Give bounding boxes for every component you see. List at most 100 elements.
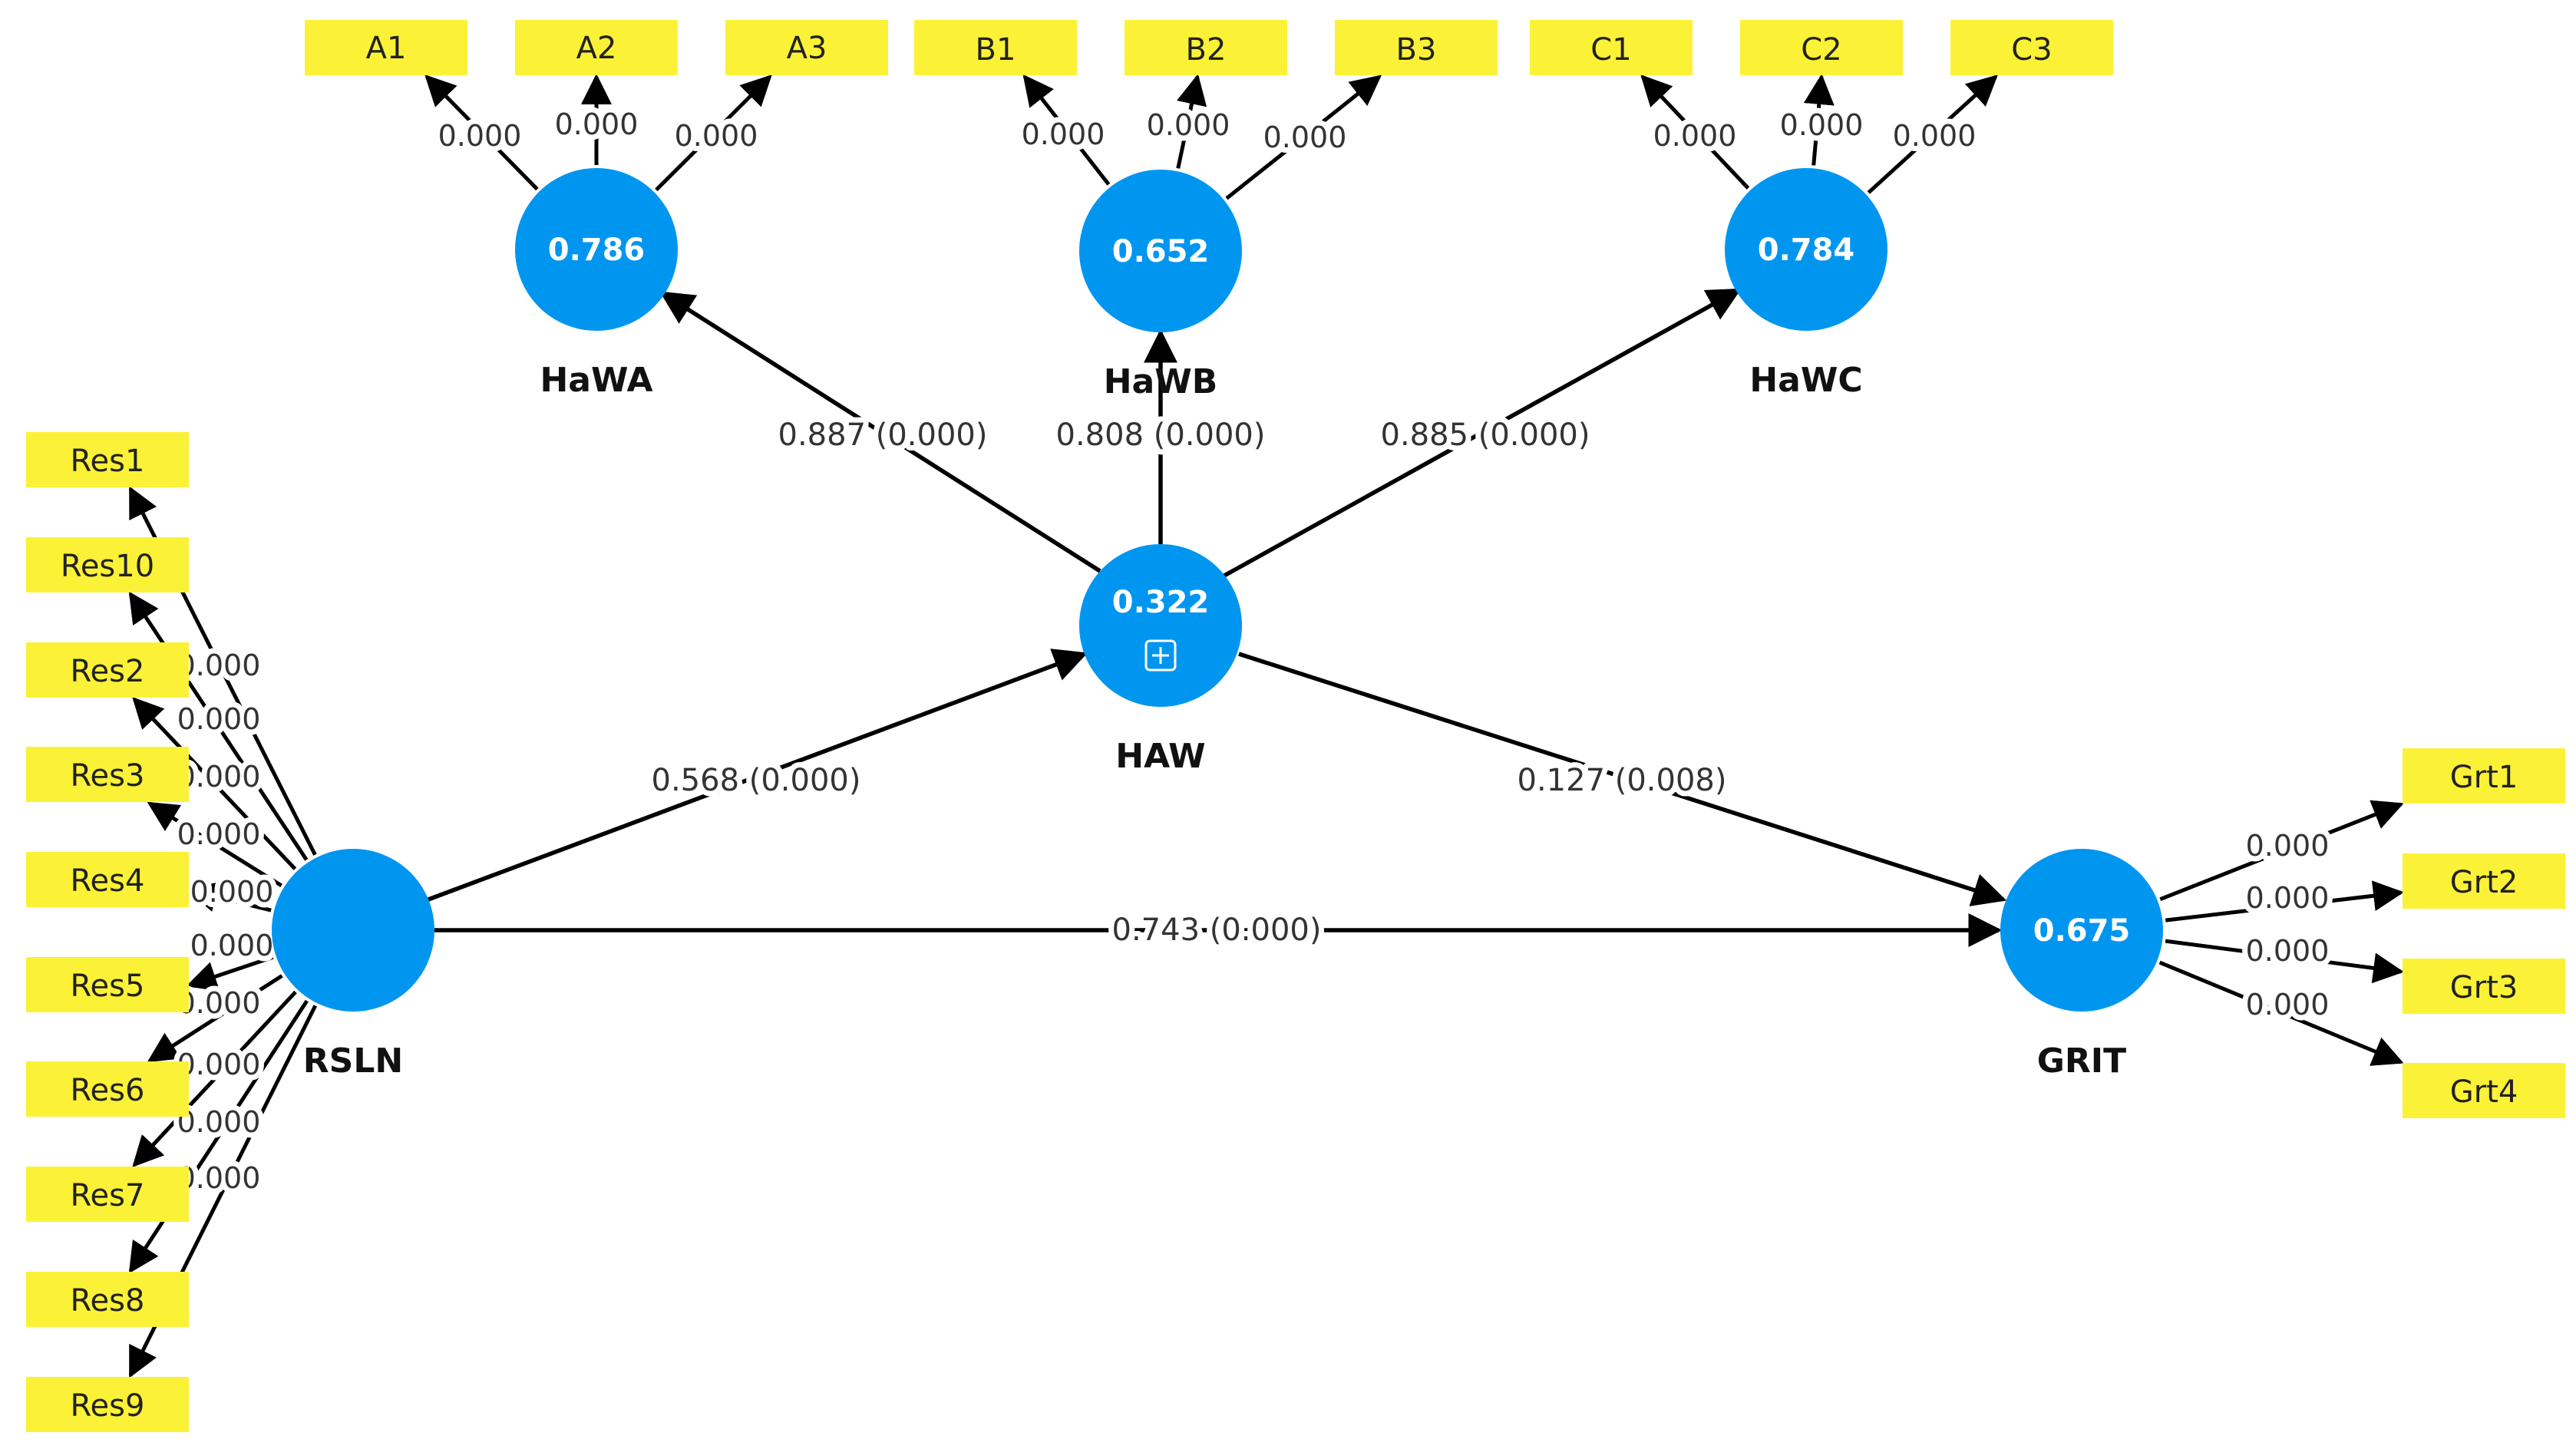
- construct-hawa-circle[interactable]: [515, 168, 678, 331]
- outer-edge-res3: [147, 801, 282, 887]
- construct-hawc-name: HaWC: [1749, 361, 1862, 400]
- construct-hawc-circle[interactable]: [1725, 168, 1887, 331]
- outer-weight-res7: 0.000: [177, 1048, 261, 1081]
- outer-edge-c3: [1867, 74, 1998, 194]
- svg-text:Res10: Res10: [61, 549, 154, 584]
- outer-edge-grt4: [2158, 960, 2404, 1066]
- construct-hawc[interactable]: 0.784 HaWC: [1725, 168, 1887, 400]
- svg-text:B3: B3: [1396, 32, 1437, 68]
- construct-rsln-name: RSLN: [303, 1041, 403, 1081]
- outer-edge-res5: [186, 955, 274, 992]
- svg-text:A2: A2: [576, 31, 617, 66]
- outer-edge-grt2: [2165, 880, 2404, 923]
- indicator-res8[interactable]: Res8: [26, 1272, 189, 1327]
- outer-weight-c2: 0.000: [1780, 108, 1864, 142]
- indicator-b3[interactable]: B3: [1335, 20, 1498, 75]
- indicator-grt2[interactable]: Grt2: [2403, 853, 2565, 909]
- outer-weight-b3: 0.000: [1263, 120, 1347, 154]
- svg-text:Res7: Res7: [71, 1178, 145, 1213]
- outer-weight-res5: 0.000: [190, 929, 274, 962]
- construct-layer: 0.786 HaWA 0.652 HaWB 0.784 HaWC 0.322 H…: [272, 168, 2163, 1081]
- outer-weight-a2: 0.000: [555, 107, 639, 141]
- outer-weight-b2: 0.000: [1147, 108, 1230, 142]
- construct-hawa[interactable]: 0.786 HaWA: [515, 168, 678, 400]
- construct-hawb-name: HaWB: [1104, 362, 1218, 401]
- outer-edge-b3: [1225, 74, 1382, 200]
- construct-hawb[interactable]: 0.652 HaWB: [1079, 170, 1242, 401]
- indicator-res5[interactable]: Res5: [26, 957, 189, 1012]
- indicator-res7[interactable]: Res7: [26, 1167, 189, 1222]
- construct-hawc-value: 0.784: [1758, 233, 1855, 268]
- outer-weight-res3: 0.000: [177, 817, 261, 851]
- svg-text:Res3: Res3: [71, 758, 145, 794]
- indicator-res10[interactable]: Res10: [26, 537, 189, 592]
- svg-text:Res6: Res6: [71, 1073, 145, 1108]
- outer-edge-res7: [132, 990, 297, 1167]
- indicator-res3[interactable]: Res3: [26, 747, 189, 802]
- path-coefficient-rsln_haw: 0.568 (0.000): [652, 763, 861, 798]
- indicator-grt3[interactable]: Grt3: [2403, 959, 2565, 1014]
- path-coefficient-haw_hawb: 0.808 (0.000): [1056, 418, 1266, 453]
- construct-haw[interactable]: 0.322 HAW: [1079, 544, 1242, 776]
- svg-text:B1: B1: [976, 32, 1016, 68]
- outer-edge-a3: [655, 74, 772, 192]
- outer-weight-res4: 0.000: [190, 875, 274, 909]
- indicator-b2[interactable]: B2: [1125, 20, 1287, 75]
- indicator-a2[interactable]: A2: [515, 20, 678, 75]
- svg-text:Res9: Res9: [71, 1388, 145, 1424]
- outer-weight-c3: 0.000: [1893, 119, 1977, 153]
- indicator-res6[interactable]: Res6: [26, 1061, 189, 1117]
- outer-weight-grt2: 0.000: [2246, 881, 2330, 915]
- construct-grit-value: 0.675: [2033, 913, 2131, 949]
- construct-rsln-circle[interactable]: [272, 849, 434, 1012]
- indicator-b1[interactable]: B1: [914, 20, 1077, 75]
- indicator-grt1[interactable]: Grt1: [2403, 748, 2565, 804]
- construct-hawa-name: HaWA: [540, 361, 652, 400]
- svg-text:Grt3: Grt3: [2450, 970, 2518, 1005]
- svg-text:Res8: Res8: [71, 1283, 145, 1319]
- svg-text:C1: C1: [1590, 32, 1631, 68]
- construct-haw-circle[interactable]: [1079, 544, 1242, 707]
- expand-plus-icon[interactable]: [1144, 639, 1177, 672]
- construct-hawb-value: 0.652: [1112, 234, 1210, 269]
- construct-haw-name: HAW: [1115, 737, 1205, 776]
- svg-text:Grt4: Grt4: [2450, 1074, 2518, 1110]
- outer-weight-a1: 0.000: [438, 119, 522, 153]
- outer-edge-grt1: [2159, 800, 2404, 901]
- construct-grit[interactable]: 0.675 GRIT: [2000, 849, 2163, 1081]
- svg-text:Res4: Res4: [71, 863, 145, 899]
- construct-grit-name: GRIT: [2037, 1041, 2126, 1081]
- indicator-c3[interactable]: C3: [1950, 20, 2113, 75]
- indicator-layer: A1 A2 A3 B1 B2 B3 C1 C2 C3 Res1 Res10 Re…: [26, 20, 2565, 1432]
- svg-text:A1: A1: [366, 31, 407, 66]
- outer-edge-b1: [1022, 74, 1111, 186]
- indicator-c1[interactable]: C1: [1530, 20, 1693, 75]
- indicator-res9[interactable]: Res9: [26, 1377, 189, 1432]
- indicator-a3[interactable]: A3: [725, 20, 888, 75]
- path-coefficient-rsln_grit: 0.743 (0.000): [1112, 913, 1322, 948]
- indicator-c2[interactable]: C2: [1740, 20, 1903, 75]
- outer-edge-res2: [132, 697, 297, 870]
- outer-weight-res1: 0.000: [177, 649, 261, 682]
- construct-grit-circle[interactable]: [2000, 849, 2163, 1012]
- svg-text:B2: B2: [1186, 32, 1227, 68]
- outer-edge-c1: [1640, 74, 1750, 190]
- outer-weight-grt4: 0.000: [2246, 988, 2330, 1022]
- construct-haw-value: 0.322: [1112, 585, 1210, 620]
- indicator-a1[interactable]: A1: [305, 20, 467, 75]
- construct-hawa-value: 0.786: [548, 233, 646, 268]
- indicator-grt4[interactable]: Grt4: [2403, 1063, 2565, 1118]
- indicator-res2[interactable]: Res2: [26, 642, 189, 698]
- construct-hawb-circle[interactable]: [1079, 170, 1242, 332]
- construct-rsln[interactable]: RSLN: [272, 849, 434, 1081]
- outer-weight-grt3: 0.000: [2246, 934, 2330, 968]
- indicator-res1[interactable]: Res1: [26, 432, 189, 487]
- path-coefficient-haw_grit: 0.127 (0.008): [1518, 763, 1727, 798]
- indicator-res4[interactable]: Res4: [26, 852, 189, 907]
- outer-edge-a1: [424, 74, 539, 191]
- svg-text:A3: A3: [787, 31, 827, 66]
- outer-weight-grt1: 0.000: [2246, 829, 2330, 863]
- outer-edge-res6: [147, 974, 283, 1063]
- outer-edge-res10: [128, 591, 309, 861]
- outer-edge-grt3: [2165, 939, 2404, 984]
